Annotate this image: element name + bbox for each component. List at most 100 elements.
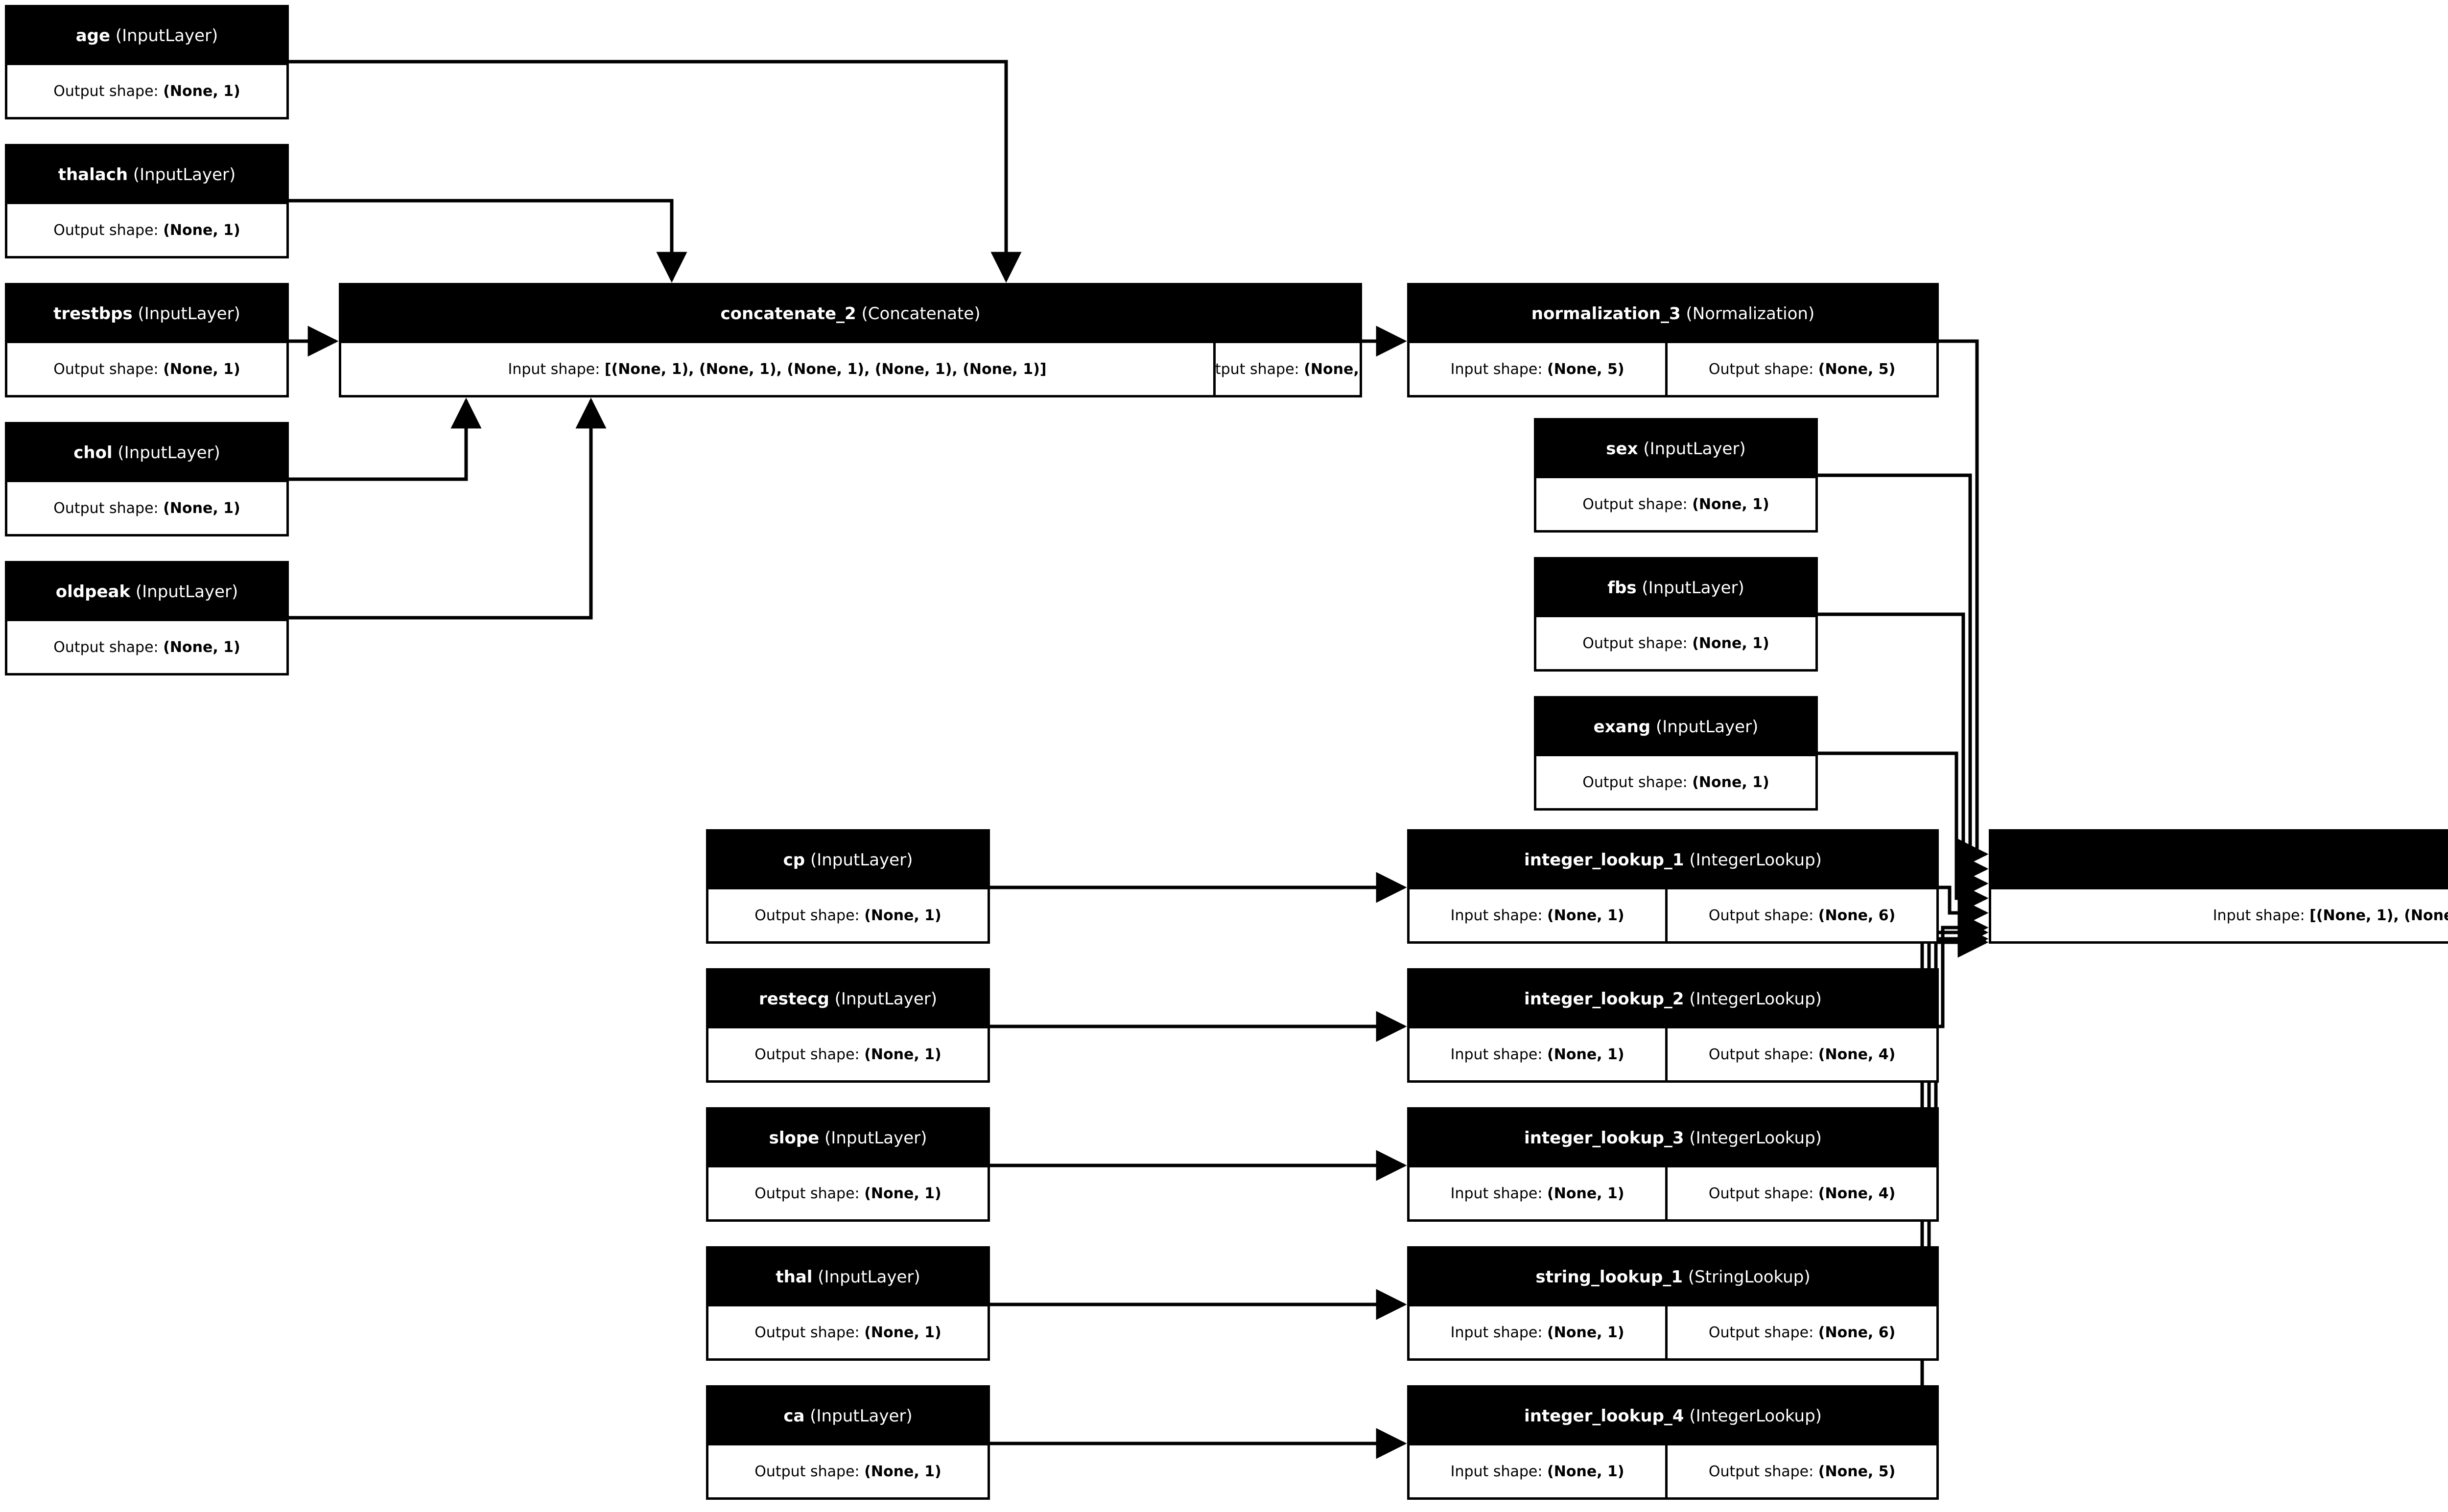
node-body: Output shape: (None, 1) — [7, 621, 286, 673]
node-type: (Concatenate) — [861, 304, 981, 324]
output-shape-value: (None, 1) — [163, 221, 240, 239]
node-restecg[interactable]: restecg (InputLayer) Output shape: (None… — [706, 968, 990, 1083]
node-sex[interactable]: sex (InputLayer) Output shape: (None, 1) — [1534, 418, 1818, 533]
output-shape-value: (None, 5) — [1818, 360, 1896, 378]
node-name: restecg — [758, 989, 829, 1009]
node-cp[interactable]: cp (InputLayer) Output shape: (None, 1) — [706, 829, 990, 944]
input-shape-value: (None, 1) — [1547, 1185, 1624, 1202]
edge-chol-to-concatenate_2 — [289, 397, 482, 481]
output-shape-value: (None, 4) — [1818, 1185, 1896, 1202]
input-shape-label: Input shape: — [1450, 1185, 1543, 1202]
edge-integer_lookup_3-to-concatenate_3 — [1934, 927, 1989, 1167]
node-title: thal (InputLayer) — [708, 1249, 988, 1306]
input-shape-cell: Input shape: (None, 1) — [1410, 1306, 1666, 1358]
node-name: sex — [1606, 439, 1638, 459]
output-shape-label: Output shape: — [1582, 634, 1688, 652]
output-shape-value: (None, 1) — [163, 499, 240, 517]
input-shape-value: [(None, 1), (None, 1), (None, 1), (None,… — [604, 360, 1047, 378]
node-name: cp — [783, 850, 805, 870]
node-thal[interactable]: thal (InputLayer) Output shape: (None, 1… — [706, 1246, 990, 1361]
edge-age-to-concatenate_2 — [289, 60, 1022, 283]
output-shape-cell: Output shape: (None, 5) — [1668, 343, 1936, 395]
node-body: Output shape: (None, 1) — [708, 1445, 988, 1497]
node-integer_lookup_1[interactable]: integer_lookup_1 (IntegerLookup) Input s… — [1407, 829, 1939, 944]
output-shape-value: (None, 1) — [864, 1185, 942, 1202]
node-ca[interactable]: ca (InputLayer) Output shape: (None, 1) — [706, 1385, 990, 1500]
output-shape-value: (None, 5) — [1818, 1463, 1896, 1480]
edge-sex-to-concatenate_3 — [1818, 473, 1989, 884]
node-title: integer_lookup_3 (IntegerLookup) — [1410, 1110, 1936, 1167]
node-trestbps[interactable]: trestbps (InputLayer) Output shape: (Non… — [5, 283, 289, 397]
node-fbs[interactable]: fbs (InputLayer) Output shape: (None, 1) — [1534, 557, 1818, 672]
node-chol[interactable]: chol (InputLayer) Output shape: (None, 1… — [5, 422, 289, 536]
input-shape-label: Input shape: — [508, 360, 600, 378]
output-shape-label: Output shape: — [754, 907, 860, 924]
output-shape-cell: Output shape: (None, 1) — [1536, 617, 1815, 669]
output-shape-value: (None, 1) — [864, 1046, 942, 1063]
output-shape-cell: Output shape: (None, 1) — [708, 1445, 988, 1497]
output-shape-value: (None, 1) — [864, 1324, 942, 1341]
node-integer_lookup_4[interactable]: integer_lookup_4 (IntegerLookup) Input s… — [1407, 1385, 1939, 1500]
node-type: (InputLayer) — [824, 1128, 927, 1148]
output-shape-label: Output shape: — [1216, 360, 1299, 378]
node-age[interactable]: age (InputLayer) Output shape: (None, 1) — [5, 5, 289, 119]
node-concatenate_3[interactable]: concatenate_3 (Concatenate) Input shape:… — [1989, 829, 2448, 944]
node-type: (InputLayer) — [810, 850, 913, 870]
node-string_lookup_1[interactable]: string_lookup_1 (StringLookup) Input sha… — [1407, 1246, 1939, 1361]
node-body: Input shape: [(None, 1), (None, 1), (Non… — [1991, 889, 2448, 941]
node-integer_lookup_2[interactable]: integer_lookup_2 (IntegerLookup) Input s… — [1407, 968, 1939, 1083]
input-shape-cell: Input shape: (None, 1) — [1410, 1167, 1666, 1219]
output-shape-value: (None, 4) — [1818, 1046, 1896, 1063]
input-shape-label: Input shape: — [1450, 1324, 1543, 1341]
output-shape-value: (None, 1) — [163, 82, 240, 100]
input-shape-value: [(None, 1), (None, 1), (None, 1), (None,… — [2309, 907, 2448, 924]
node-type: (Normalization) — [1686, 304, 1815, 324]
node-type: (InputLayer) — [1642, 578, 1744, 598]
node-concatenate_2[interactable]: concatenate_2 (Concatenate) Input shape:… — [339, 283, 1362, 397]
input-shape-value: (None, 1) — [1547, 1324, 1624, 1341]
node-body: Output shape: (None, 1) — [7, 343, 286, 395]
node-title: trestbps (InputLayer) — [7, 285, 286, 343]
input-shape-cell: Input shape: (None, 1) — [1410, 889, 1666, 941]
output-shape-label: Output shape: — [754, 1185, 860, 1202]
node-title: fbs (InputLayer) — [1536, 559, 1815, 617]
input-shape-label: Input shape: — [1450, 1463, 1543, 1480]
output-shape-value: (None, 1) — [864, 1463, 942, 1480]
output-shape-label: Output shape: — [53, 499, 159, 517]
node-name: integer_lookup_4 — [1524, 1406, 1684, 1426]
node-oldpeak[interactable]: oldpeak (InputLayer) Output shape: (None… — [5, 561, 289, 675]
node-integer_lookup_3[interactable]: integer_lookup_3 (IntegerLookup) Input s… — [1407, 1107, 1939, 1222]
node-name: exang — [1593, 717, 1651, 737]
output-shape-label: Output shape: — [1708, 1185, 1814, 1202]
node-normalization_3[interactable]: normalization_3 (Normalization) Input sh… — [1407, 283, 1939, 397]
node-title: normalization_3 (Normalization) — [1410, 285, 1936, 343]
node-name: age — [75, 26, 111, 46]
output-shape-cell: Output shape: (None, 1) — [7, 204, 286, 256]
input-shape-value: (None, 5) — [1547, 360, 1624, 378]
input-shape-value: (None, 1) — [1547, 1046, 1624, 1063]
node-name: integer_lookup_2 — [1524, 989, 1684, 1009]
node-body: Output shape: (None, 1) — [7, 204, 286, 256]
node-title: integer_lookup_1 (IntegerLookup) — [1410, 832, 1936, 889]
output-shape-label: Output shape: — [53, 638, 159, 656]
node-name: slope — [769, 1128, 820, 1148]
output-shape-value: (None, 1) — [1692, 634, 1769, 652]
output-shape-value: (None, 1) — [1692, 495, 1769, 513]
node-type: (IntegerLookup) — [1689, 1128, 1822, 1148]
node-title: sex (InputLayer) — [1536, 420, 1815, 478]
node-body: Input shape: (None, 1) Output shape: (No… — [1410, 889, 1936, 941]
node-thalach[interactable]: thalach (InputLayer) Output shape: (None… — [5, 144, 289, 258]
node-exang[interactable]: exang (InputLayer) Output shape: (None, … — [1534, 696, 1818, 811]
node-name: integer_lookup_1 — [1524, 850, 1684, 870]
output-shape-value: (None, 1) — [163, 360, 240, 378]
node-body: Output shape: (None, 1) — [1536, 617, 1815, 669]
output-shape-value: (None, 1) — [1692, 773, 1769, 791]
node-slope[interactable]: slope (InputLayer) Output shape: (None, … — [706, 1107, 990, 1222]
output-shape-cell: Output shape: (None, 1) — [708, 1306, 988, 1358]
output-shape-label: Output shape: — [53, 82, 159, 100]
node-title: chol (InputLayer) — [7, 424, 286, 482]
node-type: (IntegerLookup) — [1689, 850, 1822, 870]
output-shape-label: Output shape: — [1708, 907, 1814, 924]
output-shape-label: Output shape: — [1582, 495, 1688, 513]
input-shape-cell: Input shape: (None, 5) — [1410, 343, 1666, 395]
